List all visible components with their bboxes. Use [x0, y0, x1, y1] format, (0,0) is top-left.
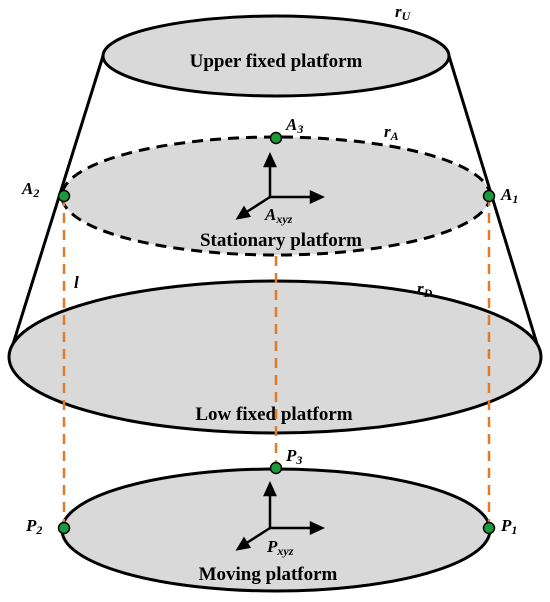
label-A2: A2 — [21, 179, 39, 200]
joint-P3 — [269, 461, 283, 475]
frustum-right-edge — [447, 55, 543, 358]
label-A3: A3 — [285, 115, 303, 136]
moving-frame-label: Pxyz — [266, 537, 294, 558]
joint-A3 — [269, 131, 283, 145]
label-P3: P3 — [285, 446, 302, 467]
upper-fixed-platform — [101, 14, 451, 98]
low-platform-label: Low fixed platform — [195, 404, 352, 425]
frustum-left-edge — [7, 55, 105, 358]
label-P2: P2 — [25, 516, 42, 537]
label-A1: A1 — [500, 185, 518, 206]
stationary-frame-axes — [235, 151, 326, 220]
moving-frame-axes — [235, 480, 326, 551]
leg-length-label: l — [74, 273, 79, 292]
stationary-platform-label: Stationary platform — [200, 230, 362, 251]
upper-platform-label: Upper fixed platform — [190, 51, 363, 72]
moving-platform-label: Moving platform — [199, 564, 338, 585]
joint-A2 — [57, 189, 71, 203]
joint-P1 — [482, 521, 496, 535]
label-P1: P1 — [500, 516, 517, 537]
radius-stationary-label: rA — [384, 122, 399, 143]
radius-upper-label: rU — [395, 2, 412, 23]
joint-A1 — [482, 189, 496, 203]
stationary-frame-label: Axyz — [264, 205, 293, 226]
joint-P2 — [57, 521, 71, 535]
radius-low-label: rD — [417, 279, 433, 300]
